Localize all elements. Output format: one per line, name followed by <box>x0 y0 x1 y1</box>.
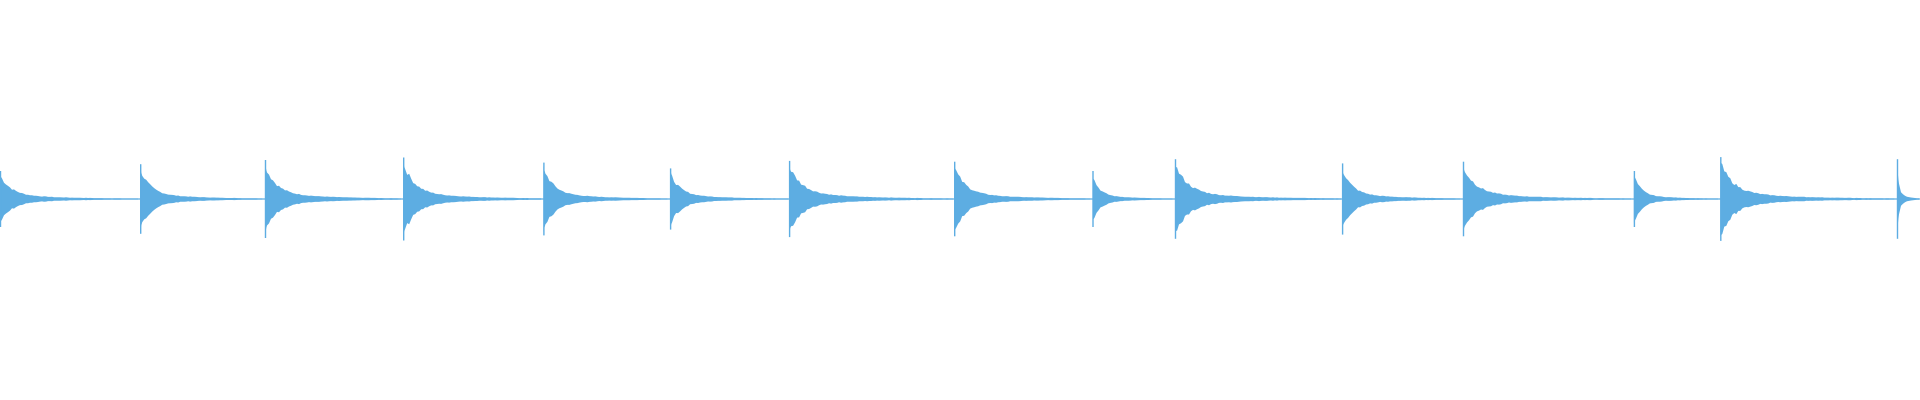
waveform-transient <box>543 166 668 232</box>
waveform-transient <box>1463 166 1631 232</box>
waveform-transient <box>789 166 954 232</box>
waveform-transient <box>403 162 542 236</box>
waveform-transient <box>0 175 138 223</box>
waveform-transient <box>265 164 401 234</box>
waveform-transient <box>1092 177 1173 221</box>
waveform-transient <box>1897 166 1919 232</box>
waveform-transient <box>1342 170 1461 228</box>
waveform-transient <box>140 167 263 231</box>
waveform-transient <box>1175 167 1341 231</box>
waveform-transient <box>1633 175 1718 223</box>
waveform-transient <box>954 166 1091 232</box>
waveform-transient <box>1720 162 1895 236</box>
waveform-transient <box>670 170 789 228</box>
waveform-transients <box>0 157 1919 241</box>
